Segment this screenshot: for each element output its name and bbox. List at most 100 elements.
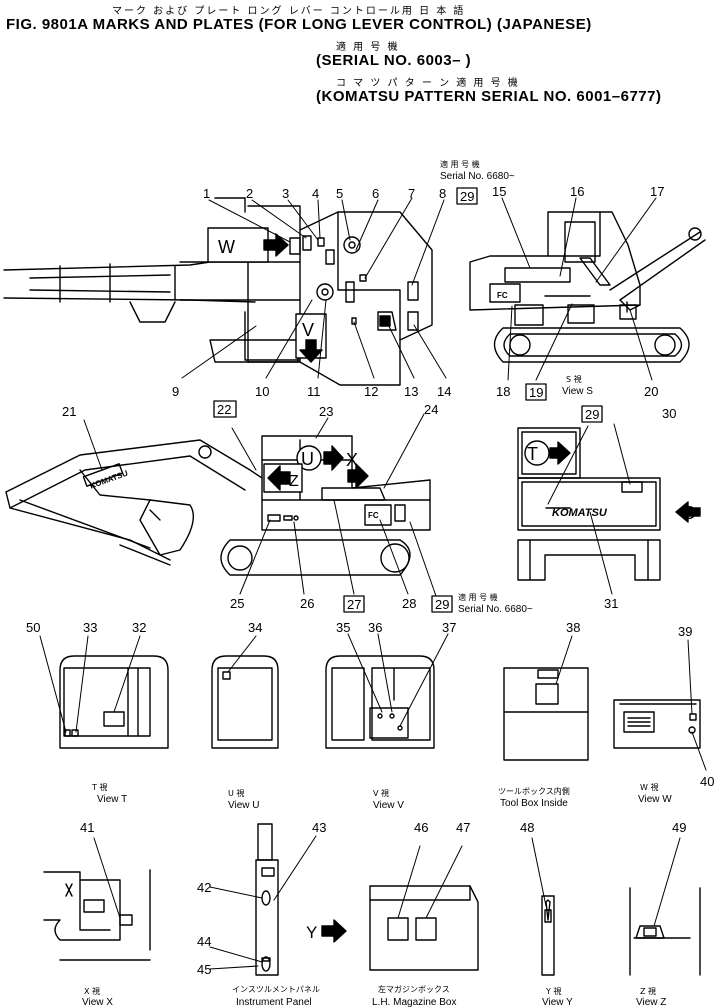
callout-37: 37 [442,620,456,635]
instrument-panel [255,823,279,976]
view-t-caption: View T [97,794,127,805]
callout-19: 19 [529,385,543,400]
callout-16: 16 [570,184,584,199]
callout-27: 27 [347,597,361,612]
view-z-caption: View Z [636,997,666,1008]
callout-9: 9 [172,384,179,399]
callout-21: 21 [62,404,76,419]
callout-48: 48 [520,820,534,835]
callout-30: 30 [662,406,676,421]
arrow-x-label: X [346,450,358,470]
leader-lines [39,197,707,970]
callout-24: 24 [424,402,438,417]
callout-25: 25 [230,596,244,611]
callout-28: 28 [402,596,416,611]
view-z-jp: Z 視 [640,987,656,996]
callout-43: 43 [312,820,326,835]
callout-49: 49 [672,820,686,835]
view-t [59,655,169,749]
arrow-s-label: S [683,503,695,523]
view-s-caption: View S [562,386,593,397]
view-s-jp: S 視 [566,375,582,384]
callout-14: 14 [437,384,451,399]
callout-18: 18 [496,384,510,399]
callout-35: 35 [336,620,350,635]
serial-note-jp-bottom: 適 用 号 機 [458,592,498,602]
view-y [541,895,555,976]
view-w-jp: W 視 [640,783,658,792]
toolbox-jp: ツールボックス内側 [498,786,570,796]
instrument-panel-caption: Instrument Panel [236,997,312,1008]
serial-note-top: Serial No. 6680~ [440,171,515,182]
callout-31: 31 [604,596,618,611]
tool-box [503,667,589,761]
figure-title: FIG. 9801A MARKS AND PLATES (FOR LONG LE… [6,16,592,33]
view-v-caption: View V [373,800,404,811]
plate-fc-cab: FC [368,511,379,520]
callout-36: 36 [368,620,382,635]
callout-41: 41 [80,820,94,835]
callout-1: 1 [203,186,210,201]
serial-note-bottom: Serial No. 6680~ [458,604,533,615]
arrow-y-label: Y [306,923,317,942]
callout-23: 23 [319,404,333,419]
view-x [43,869,151,961]
callout-33: 33 [83,620,97,635]
view-y-jp: Y 視 [545,987,561,996]
callout-20: 20 [644,384,658,399]
plate-fc-side: FC [497,291,508,300]
view-v [325,655,435,749]
callout-29-top: 29 [460,189,474,204]
view-w-caption: View W [638,794,672,805]
excavator-rear-view [517,427,701,581]
view-v-jp: V 視 [373,789,389,798]
callout-40: 40 [700,774,714,789]
magazine-box [321,885,479,971]
callout-50: 50 [26,620,40,635]
view-t-jp: T 視 [91,783,107,792]
excavator-top-view [3,197,433,386]
magazine-box-caption: L.H. Magazine Box [372,997,457,1008]
pattern-serial-line: (KOMATSU PATTERN SERIAL NO. 6001–6777) [316,88,662,105]
header-jp-line1: マーク および プレート ロング レバー コントロール用 日 本 語 [112,6,466,17]
callout-29-bottom: 29 [435,597,449,612]
callout-13: 13 [404,384,418,399]
excavator-side-view-boom [5,435,431,576]
serial-line: (SERIAL NO. 6003– ) [316,52,472,69]
view-x-jp: X 視 [84,987,100,996]
callout-39: 39 [678,624,692,639]
callout-22: 22 [217,402,231,417]
callout-44: 44 [197,934,211,949]
view-x-caption: View X [82,997,113,1008]
callout-46: 46 [414,820,428,835]
arrow-w-label: W [218,237,235,257]
callout-6: 6 [372,186,379,201]
arrow-z-label: Z [289,473,299,490]
callout-12: 12 [364,384,378,399]
callout-5: 5 [336,186,343,201]
instrument-panel-jp: インスツルメントパネル [232,985,320,994]
arrow-v-label: V [302,320,314,340]
view-u-caption: View U [228,800,260,811]
view-z [629,887,701,976]
callout-4: 4 [312,186,319,201]
excavator-side-view-s [469,211,706,363]
callout-34: 34 [248,620,262,635]
magazine-box-jp: 左マガジンボックス [378,984,450,994]
callout-2: 2 [246,186,253,201]
callout-26: 26 [300,596,314,611]
view-u-jp: U 視 [228,789,244,798]
arrow-t-label: T [527,444,538,464]
callout-3: 3 [282,186,289,201]
callout-32: 32 [132,620,146,635]
view-u [211,655,279,749]
callout-45: 45 [197,962,211,977]
callout-10: 10 [255,384,269,399]
callout-11: 11 [307,384,321,399]
view-y-caption: View Y [542,997,573,1008]
serial-note-jp-top: 適 用 号 機 [440,159,480,169]
callout-47: 47 [456,820,470,835]
header-jp-line3: コ マ ツ パ タ ー ン 適 用 号 機 [336,78,520,89]
callout-7: 7 [408,186,415,201]
